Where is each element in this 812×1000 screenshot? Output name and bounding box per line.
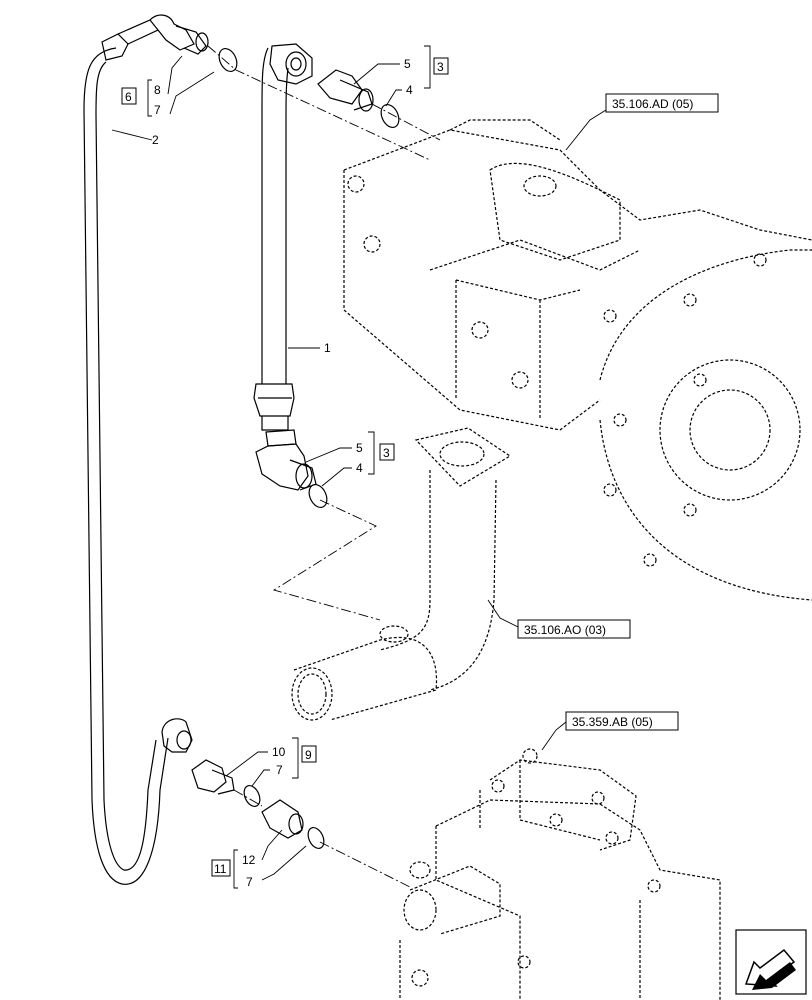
kit-6[interactable]: 6 (125, 90, 132, 104)
ref-pump-assembly[interactable]: 35.106.AD (05) (612, 97, 693, 111)
callout-5-middle: 5 (356, 441, 363, 455)
callout-10: 10 (272, 745, 286, 759)
kit-9[interactable]: 9 (305, 748, 312, 762)
hose-1-upper-fitting (269, 43, 313, 85)
fitting-5-middle (255, 429, 317, 491)
assembly-lines (207, 45, 441, 889)
oring-4-upper (380, 104, 400, 128)
kit-11[interactable]: 11 (214, 862, 227, 876)
fitting-10 (191, 759, 235, 795)
callout-12: 12 (242, 853, 256, 867)
kit-3-middle[interactable]: 3 (383, 446, 390, 460)
oring-4-middle (308, 484, 328, 508)
callout-7-upper: 7 (154, 103, 161, 117)
pump-assembly (343, 119, 812, 601)
callout-5-upper: 5 (404, 57, 411, 71)
previous-page-arrow-icon[interactable] (735, 929, 807, 995)
hose-2-upper-fitting (101, 14, 209, 61)
hose-2 (83, 47, 169, 885)
oring-7-lower-a (243, 785, 261, 807)
callout-4-middle: 4 (356, 461, 363, 475)
callout-4-upper: 4 (406, 83, 413, 97)
control-valve (399, 748, 721, 1000)
callout-7-lower-b: 7 (246, 875, 253, 889)
hose-1 (253, 47, 295, 431)
reference-boxes (517, 93, 719, 731)
suction-pipe (291, 427, 512, 721)
ref-suction-pipe[interactable]: 35.106.AO (03) (524, 623, 606, 637)
hose-2-lower-fitting (161, 718, 193, 753)
callout-1: 1 (324, 341, 331, 355)
leader-lines (111, 45, 607, 889)
oring-7-lower-b (307, 827, 325, 849)
oring-7-upper (218, 48, 238, 72)
callout-2: 2 (152, 133, 159, 147)
fitting-12 (261, 799, 304, 839)
ref-control-valve[interactable]: 35.359.AB (05) (572, 715, 653, 729)
fitting-5-upper (317, 69, 374, 112)
callout-8: 8 (154, 83, 161, 97)
callout-7-lower-a: 7 (276, 763, 283, 777)
kit-3-upper[interactable]: 3 (437, 60, 444, 74)
kit-boxes (121, 57, 449, 877)
